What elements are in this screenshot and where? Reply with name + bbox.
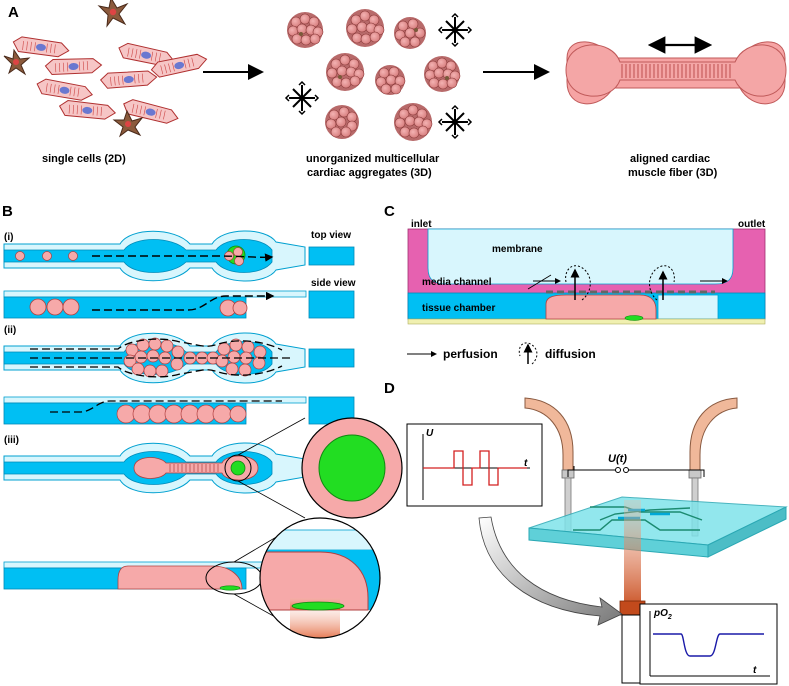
random-contraction-icon	[284, 80, 320, 116]
channel-side-view-i	[3, 290, 355, 319]
single-cells-group	[3, 0, 208, 138]
caption-fiber-line2: muscle fiber (3D)	[628, 167, 718, 179]
aggregates-group	[284, 9, 473, 141]
side-view-label: side view	[311, 278, 356, 289]
cell-aggregate	[394, 103, 433, 141]
cell-aggregate	[424, 56, 461, 92]
outlet-label: outlet	[738, 219, 766, 230]
panel-b-label: B	[2, 203, 13, 220]
step-label-iii: (iii)	[4, 435, 19, 446]
voltage-axis-label: U	[426, 428, 434, 439]
cardiomyocyte-cell	[44, 58, 103, 76]
oxygen-time-axis-label: t	[753, 665, 757, 676]
inlet-label: inlet	[411, 219, 432, 230]
microfluidic-chip-3d	[528, 496, 788, 558]
membrane-label: membrane	[492, 244, 543, 255]
signal-label: U(t)	[608, 453, 627, 465]
media-channel-label: media channel	[422, 277, 492, 288]
caption-aggregates-line2: cardiac aggregates (3D)	[307, 167, 432, 179]
voltage-signal-trace	[423, 450, 527, 486]
fibroblast-cell	[112, 109, 144, 138]
fibroblast-cell	[97, 0, 129, 28]
voltage-source-circuit: U(t)	[567, 453, 705, 477]
diffusion-legend-label: diffusion	[545, 347, 596, 361]
cell-aggregate	[346, 9, 385, 47]
cardiomyocyte-cell	[123, 99, 179, 124]
magnified-inset-top	[301, 417, 403, 519]
cell-aggregate	[325, 105, 359, 139]
channel-top-view-ii	[3, 332, 355, 384]
curved-flow-arrow	[478, 516, 623, 626]
top-view-label: top view	[311, 230, 351, 241]
oxygen-axis-main: pO	[653, 608, 668, 619]
panel-c: C inlet outlet membrane m	[384, 203, 766, 365]
magnified-inset-side	[259, 517, 381, 639]
oxygen-axis-subscript: 2	[667, 614, 672, 621]
cell-aggregate	[326, 53, 365, 91]
tissue-chamber-label: tissue chamber	[422, 303, 495, 314]
cardiomyocyte-cell	[58, 100, 117, 120]
step-label-ii: (ii)	[4, 325, 16, 336]
caption-single-cells: single cells (2D)	[42, 153, 126, 165]
diffusion-arrow-icon	[649, 265, 675, 301]
panel-b: B (i) top view s	[2, 203, 403, 639]
oxygen-trace	[653, 633, 764, 657]
panel-a-label: A	[8, 4, 19, 21]
channel-top-view-i	[3, 230, 355, 282]
panel-d-label: D	[384, 380, 395, 397]
cardiomyocyte-cell	[150, 53, 208, 78]
channel-side-view-ii	[3, 396, 355, 425]
legend: perfusion diffusion	[407, 342, 596, 365]
step-label-i: (i)	[4, 232, 13, 243]
panel-d: D U t U(t)	[384, 380, 788, 685]
diffusion-legend-icon	[518, 342, 538, 365]
random-contraction-icon	[437, 104, 473, 140]
random-contraction-icon	[437, 12, 473, 48]
oxygen-sensor-light-beam	[624, 500, 641, 603]
muscle-fiber	[565, 41, 787, 105]
panel-c-label: C	[384, 203, 395, 220]
oxygen-plot: pO2 t	[621, 603, 778, 685]
cell-aggregate	[394, 17, 426, 49]
fibroblast-cell	[3, 48, 31, 76]
voltage-signal-plot: U t	[406, 423, 543, 507]
cardiomyocyte-cell	[36, 78, 93, 101]
diffusion-arrow-icon	[565, 265, 591, 301]
oxygen-axis-label: pO2	[653, 608, 672, 621]
cardiomyocyte-cell	[99, 70, 158, 89]
cardiomyocyte-cell	[12, 36, 70, 58]
perfusion-legend-label: perfusion	[443, 347, 498, 361]
cell-aggregate	[287, 12, 324, 48]
caption-aggregates-line1: unorganized multicellular	[306, 153, 440, 165]
panel-a: A	[3, 0, 787, 179]
time-axis-label: t	[524, 458, 528, 469]
caption-fiber-line1: aligned cardiac	[630, 153, 710, 165]
cell-aggregate	[375, 65, 406, 95]
chip-cross-section	[407, 228, 766, 325]
